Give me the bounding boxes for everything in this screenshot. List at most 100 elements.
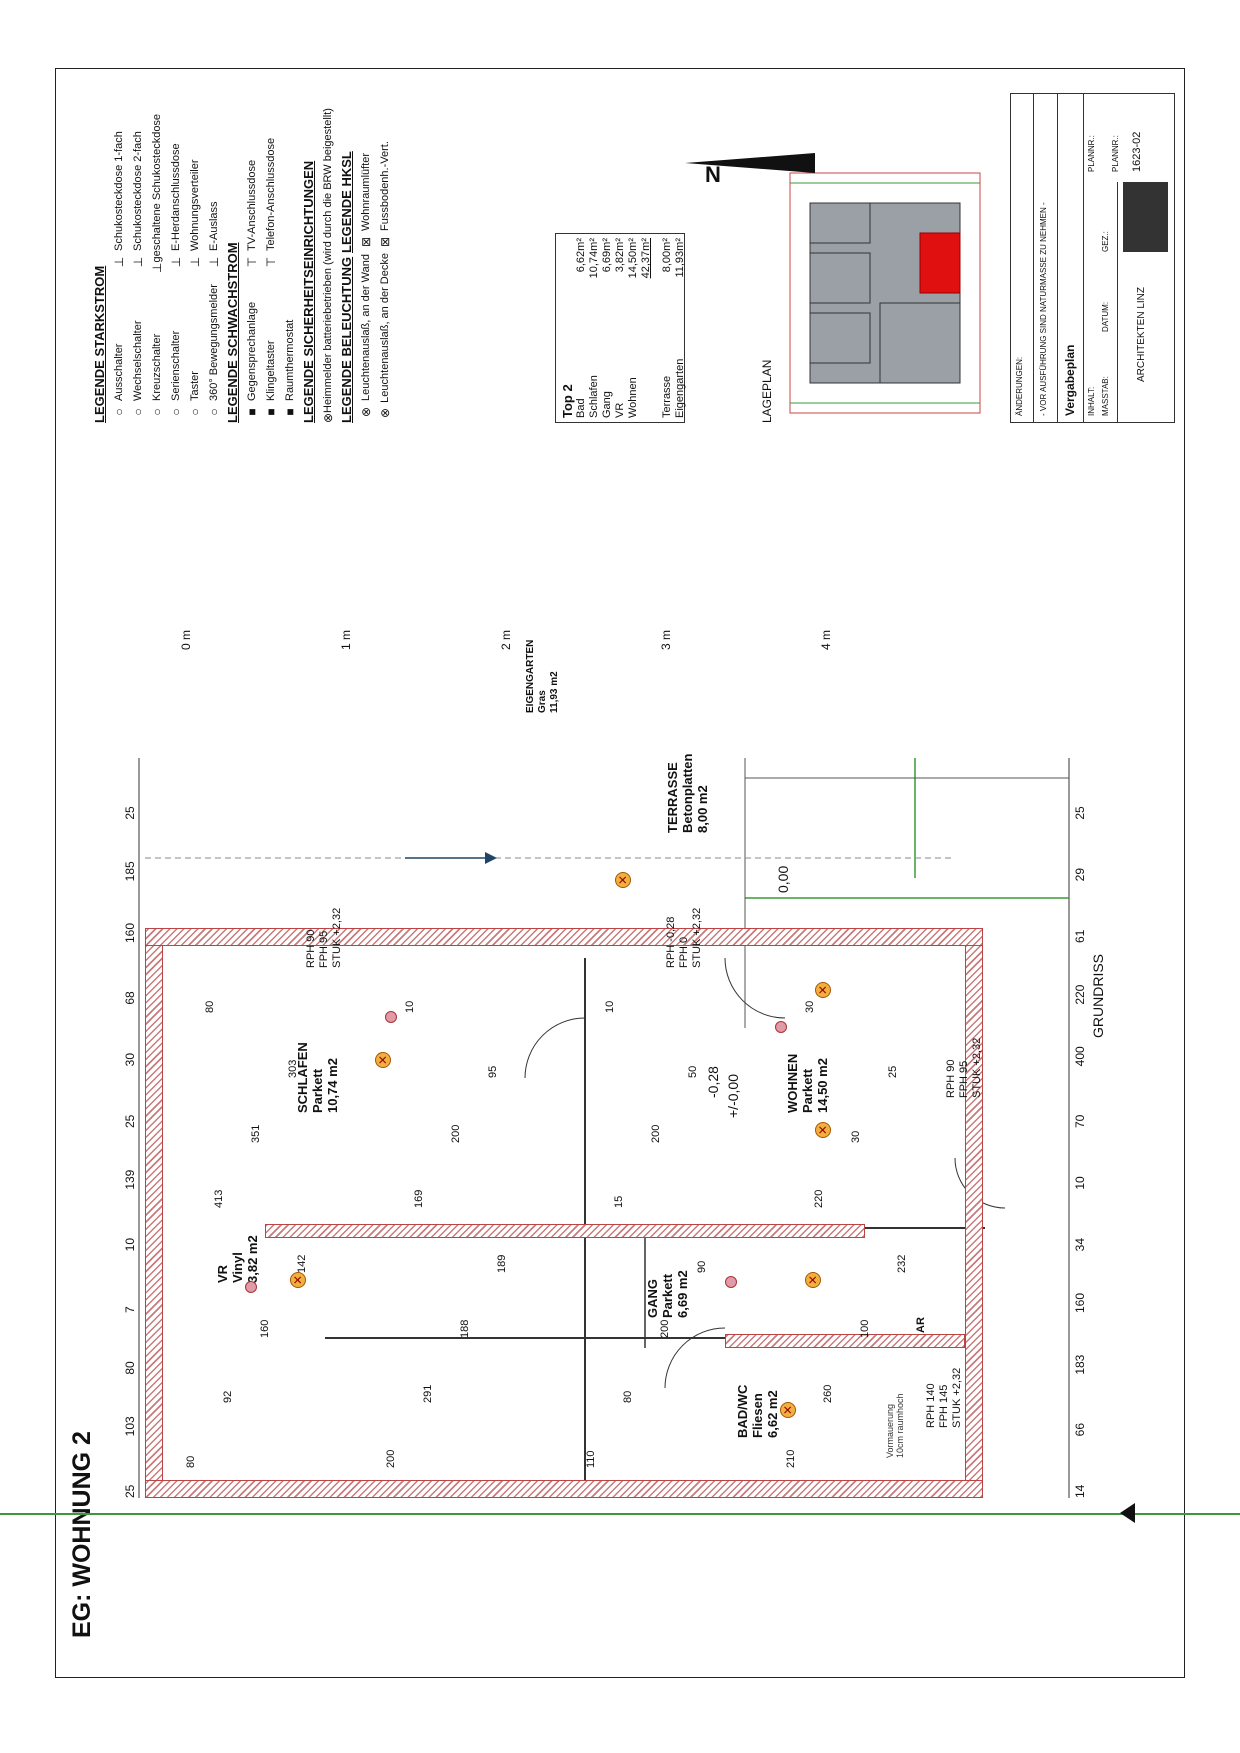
tb-aenderungen: ÄNDERUNGEN: xyxy=(1015,356,1024,416)
legend-starkstrom-item: ○Ausschalter xyxy=(109,273,128,423)
room-schlafen: SCHLAFEN Parkett 10,74 m2 xyxy=(295,1042,340,1113)
legend-hksl-item: ⊠Wohnraumlüfter xyxy=(356,123,375,253)
dimension-inner: 200 xyxy=(450,1124,462,1143)
legend-sicherheit-symbol-icon: ⊗ xyxy=(320,412,335,423)
room-vr: VR Vinyl 3,82 m2 xyxy=(215,1235,260,1283)
rph-terr-3: STUK +2,32 xyxy=(691,907,703,968)
dimension-bottom: 34 xyxy=(1073,1237,1087,1252)
room-gang-area: 6,69 m2 xyxy=(675,1270,690,1318)
legend-starkstrom-item: ○Serienschalter xyxy=(166,273,185,423)
legend-starkstrom-item: ○Kreuzschalter xyxy=(147,273,166,423)
legend-hksl: LEGENDE HKSL ⊠Wohnraumlüfter⊠Fussbodenh.… xyxy=(337,123,394,253)
legend-starkstrom-symbol-icon: ⊥ xyxy=(130,256,145,268)
legend-starkstrom-label: 360° Bewegungsmelder xyxy=(207,284,220,401)
level-wohnen-2: -0,28 xyxy=(705,1066,721,1098)
dimension-inner: 100 xyxy=(859,1319,871,1338)
legend-starkstrom-label: Schukosteckdose 1-fach xyxy=(112,131,125,251)
legend-schwachstrom-item: ⊤TV-Anschlussdose xyxy=(242,123,261,273)
legend-schwachstrom-label: Klingeltaster xyxy=(264,340,277,401)
ceiling-light-bad: ✕ xyxy=(780,1402,796,1418)
dimension-inner: 10 xyxy=(404,1000,416,1013)
dimension-top: 25 xyxy=(123,1114,137,1128)
dimension-inner: 413 xyxy=(213,1189,225,1208)
legend-beleuchtung-item: ⊗Leuchtenauslaß, an der Decke xyxy=(375,253,394,423)
rph-terr-1: RPH -0,28 xyxy=(665,916,677,968)
wall-west xyxy=(145,1480,983,1498)
ceiling-light-wohnen-2: ✕ xyxy=(815,982,831,998)
room-terrasse: TERRASSE Betonplatten 8,00 m2 xyxy=(665,754,710,833)
dimension-inner: 200 xyxy=(650,1124,662,1143)
area-table-sum: 42,37m² xyxy=(640,238,652,279)
ceiling-light-gang: ✕ xyxy=(805,1272,821,1288)
dimension-top: 185 xyxy=(123,861,137,882)
smoke-detector-gang xyxy=(725,1276,737,1288)
scale-label: 2 m xyxy=(499,629,513,650)
legend-starkstrom-label: Ausschalter xyxy=(112,343,125,401)
dimension-inner: 220 xyxy=(813,1189,825,1208)
title-block: ÄNDERUNGEN: - VOR AUSFÜHRUNG SIND NATURM… xyxy=(1010,93,1175,423)
legend-starkstrom-right: ⊥ Schukosteckdose 1-fach ⊥ Schukosteckdose … xyxy=(109,114,223,273)
smoke-detector-wohnen xyxy=(775,1021,787,1033)
legend-schwachstrom-symbol-icon: ■ xyxy=(263,408,278,416)
legend-starkstrom-label: Wohnungsverteiler xyxy=(188,159,201,251)
dimension-bottom: 14 xyxy=(1073,1484,1087,1498)
dimension-bottom: 160 xyxy=(1073,1292,1087,1313)
legend-sicherheit-item: ⊗Heimmelder batteriebetrieben (wird durc… xyxy=(318,108,337,423)
legend-hksl-symbol-icon: ⊠ xyxy=(358,236,373,248)
vormauerung-2: 10cm raumhoch xyxy=(895,1393,905,1458)
legend-beleuchtung-label: Leuchtenauslaß, an der Decke xyxy=(378,253,391,403)
dimension-inner: 210 xyxy=(785,1449,797,1468)
legend-schwachstrom-heading: LEGENDE SCHWACHSTROM xyxy=(225,242,240,423)
vormauerung-1: Vormauerung xyxy=(885,1403,895,1458)
room-vr-area: 3,82 m2 xyxy=(245,1235,260,1283)
dimension-top: 30 xyxy=(123,1052,137,1067)
room-vr-name: VR xyxy=(215,1264,230,1283)
rph-bad-3: STUK +2,32 xyxy=(951,1367,963,1428)
dimension-top: 68 xyxy=(123,991,137,1005)
legend-schwachstrom-symbol-icon: ■ xyxy=(282,408,297,416)
dimension-bottom: 61 xyxy=(1073,929,1087,943)
rph-terrasse: RPH -0,28 FPH 0 STUK +2,32 xyxy=(665,908,704,968)
legend-hksl-item: ⊠Fussbodenh.-Vert. xyxy=(375,123,394,253)
legend-hksl-heading: LEGENDE HKSL xyxy=(339,151,354,253)
room-eigengarten: EIGENGARTEN Gras 11,93 m2 xyxy=(525,640,561,713)
legend-starkstrom-item: ○Taster xyxy=(185,273,204,423)
legend-starkstrom-label: E-Herdanschlussdose xyxy=(169,143,182,251)
legend-beleuchtung-symbol-icon: ⊗ xyxy=(358,406,373,418)
ceiling-light-wohnen-1: ✕ xyxy=(815,1122,831,1138)
dimension-inner: 50 xyxy=(687,1065,699,1078)
tb-plan: Vergabeplan xyxy=(1063,344,1077,416)
dimension-bottom: 10 xyxy=(1073,1176,1087,1190)
legend-starkstrom-symbol-icon: ○ xyxy=(149,408,164,416)
legend-starkstrom-symbol-icon: ⊥ xyxy=(111,256,126,268)
tb-number: 1623-02 xyxy=(1131,131,1143,172)
dimension-inner: 303 xyxy=(287,1059,299,1078)
dimension-top: 7 xyxy=(123,1306,137,1313)
rph-bad-1: RPH 140 xyxy=(925,1383,937,1428)
room-terrasse-floor: Betonplatten xyxy=(680,753,695,833)
legend-starkstrom-label: Schukosteckdose 2-fach xyxy=(131,131,144,251)
legend-schwachstrom-label: Telefon-Anschlussdose xyxy=(264,137,277,251)
legend-schwachstrom-left: ■Gegensprechanlage■Klingeltaster■Raumthe… xyxy=(242,273,299,423)
legend-schwachstrom-item: ■ Klingeltaster xyxy=(261,273,280,423)
scale-label: 0 m xyxy=(179,629,193,650)
legend-starkstrom-symbol-icon: ○ xyxy=(168,408,183,416)
dimension-inner: 189 xyxy=(496,1254,508,1273)
area-value: 8,00m² xyxy=(661,238,673,273)
dimension-top: 139 xyxy=(123,1169,137,1190)
dimension-inner: 260 xyxy=(822,1384,834,1403)
dimension-inner: 351 xyxy=(250,1124,262,1143)
wall-south xyxy=(145,928,163,1498)
dimension-bottom: 25 xyxy=(1073,806,1087,820)
legend-starkstrom-symbol-icon: ⊥ xyxy=(168,256,183,268)
dimension-inner: 30 xyxy=(804,1000,816,1013)
tb-planung: PLANNR.: xyxy=(1111,135,1120,172)
room-terrasse-name: TERRASSE xyxy=(665,762,680,833)
room-ar: AR xyxy=(915,1317,927,1333)
room-gang: GANG Parkett 6,69 m2 xyxy=(645,1270,690,1318)
room-wohnen-floor: Parkett xyxy=(800,1068,815,1113)
